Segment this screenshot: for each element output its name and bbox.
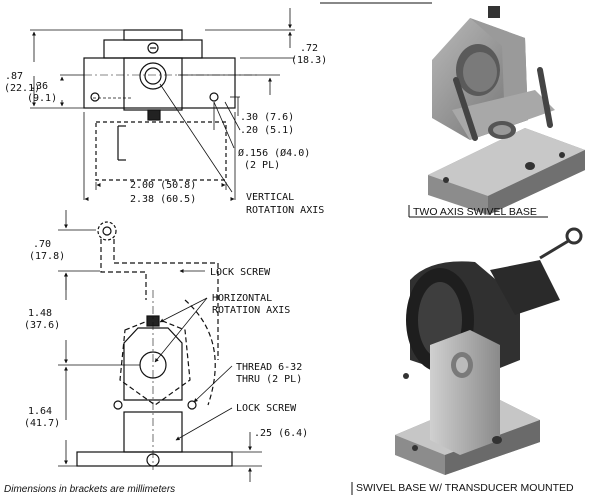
- callout-vertical-axis-2: ROTATION AXIS: [246, 205, 324, 216]
- dim-164: 1.64: [28, 406, 52, 417]
- caption-two-axis-swivel-base: TWO AXIS SWIVEL BASE: [413, 206, 537, 218]
- two-axis-swivel-base-photo: [428, 6, 585, 215]
- side-view: [76, 221, 233, 467]
- swivel-base-transducer-photo: [395, 227, 583, 475]
- dim-148-mm: (37.6): [24, 320, 60, 331]
- top-view: [83, 29, 236, 181]
- dim-025: .25 (6.4): [254, 428, 308, 439]
- callout-lock-screw-top: LOCK SCREW: [210, 267, 271, 278]
- dim-020: .20 (5.1): [240, 125, 294, 136]
- callout-vertical-axis-1: VERTICAL: [246, 192, 294, 203]
- dim-070-mm: (17.8): [29, 251, 65, 262]
- dim-hole: Ø.156 (Ø4.0): [238, 147, 310, 159]
- dim-087-mm: (22.1): [4, 83, 40, 94]
- side-view-dimensions: [58, 210, 262, 482]
- dim-036-mm: (9.1): [27, 93, 57, 104]
- callout-lock-screw-bottom: LOCK SCREW: [236, 403, 297, 414]
- dim-238: 2.38 (60.5): [130, 194, 196, 205]
- millimeter-note: Dimensions in brackets are millimeters: [4, 484, 176, 495]
- dim-036: .36: [30, 81, 48, 92]
- callout-thread-2: THRU (2 PL): [236, 374, 302, 385]
- callout-horizontal-axis-2: ROTATION AXIS: [212, 305, 290, 316]
- dim-072-mm: (18.3): [291, 55, 327, 66]
- dim-070: .70: [33, 239, 51, 250]
- dim-072: .72: [300, 43, 318, 54]
- dim-030: .30 (7.6): [240, 112, 294, 123]
- caption-swivel-base-transducer: SWIVEL BASE W/ TRANSDUCER MOUNTED: [356, 482, 574, 494]
- dim-148: 1.48: [28, 308, 52, 319]
- top-view-dimensions: [30, 8, 295, 201]
- dim-087: .87: [5, 71, 23, 82]
- dim-200: 2.00 (50.8): [130, 180, 196, 191]
- dim-164-mm: (41.7): [24, 418, 60, 429]
- callout-horizontal-axis-1: HORIZONTAL: [212, 293, 272, 304]
- dim-hole-qty: (2 PL): [244, 160, 280, 171]
- callout-thread-1: THREAD 6-32: [236, 362, 302, 373]
